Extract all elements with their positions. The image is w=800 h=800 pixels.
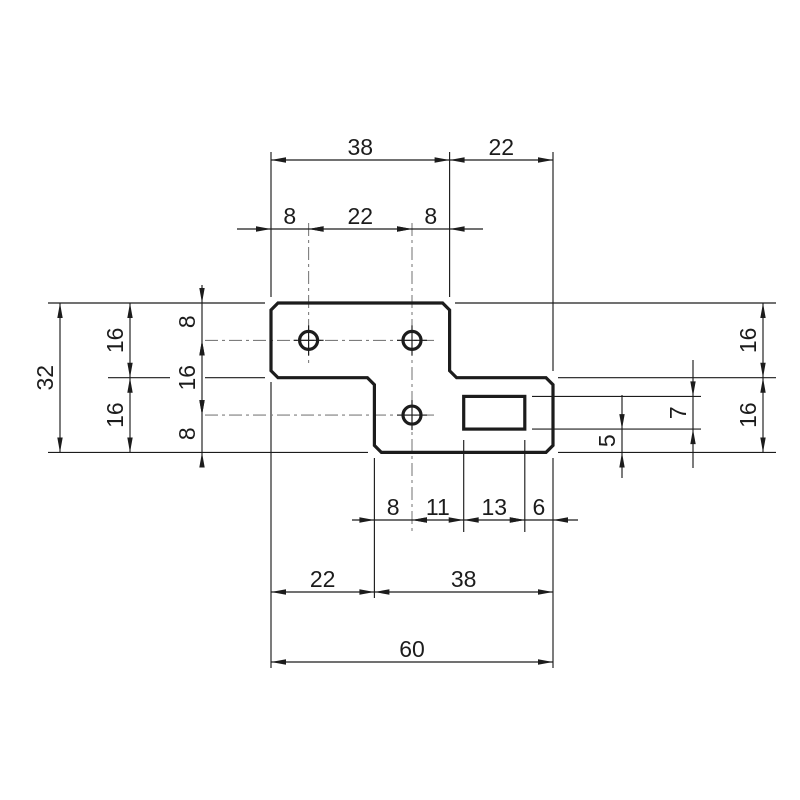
arrow-top-8b [449,226,465,232]
arrow-top-8a [256,226,271,232]
arrow-left-16a [127,303,133,318]
dim-label-top-22b: 22 [348,203,374,229]
dim-label-right-16a: 16 [735,328,761,354]
arrow-left-32 [57,303,63,318]
arrow-bot-38 [374,589,390,595]
arrow-left-16c [199,340,205,356]
arrow-bot-60 [271,659,286,665]
hole-1 [298,329,320,351]
arrow-left-16b [127,377,133,393]
dim-label-bot-22: 22 [310,566,336,592]
arrow-top-22 [538,157,553,163]
dim-label-left-8b: 8 [174,427,200,440]
arrow-top-38 [271,157,286,163]
dim-label-left-32: 32 [32,365,58,391]
arrow-top-8b [397,226,412,232]
arrow-left-32 [57,437,63,453]
arrow-right-16b [760,377,766,393]
arrow-left-8b [199,452,205,468]
hole-2 [401,329,423,351]
arrow-right-5 [619,414,625,430]
arrow-top-22b [308,226,324,232]
arrow-top-38 [434,157,450,163]
arrow-bot-60 [538,659,553,665]
arrow-right-16a [760,303,766,318]
dim-label-top-8a: 8 [283,203,296,229]
dim-label-left-16c: 16 [174,365,200,391]
dim-label-top-8b: 8 [424,203,437,229]
arrow-bot-22 [271,589,286,595]
dim-label-bot-8: 8 [387,494,400,520]
arrow-bot-8 [359,517,375,523]
dim-label-top-38: 38 [348,134,374,160]
arrow-right-16a [760,362,766,378]
arrow-right-7 [690,381,696,397]
arrow-bot-38 [538,589,553,595]
arrow-bot-6 [553,517,568,523]
dim-label-right-7: 7 [665,406,691,419]
dim-label-bot-38: 38 [451,566,477,592]
arrow-left-8a [199,288,205,303]
hole-3 [401,404,423,426]
dim-label-right-16b: 16 [735,402,761,428]
dim-label-bot-11: 11 [426,494,450,520]
arrow-left-16a [127,362,133,378]
dim-label-bot-6: 6 [533,494,546,520]
arrow-bot-22 [359,589,375,595]
dim-label-left-8a: 8 [174,315,200,328]
arrow-right-16b [760,437,766,453]
part-outline [269,301,555,454]
arrow-bot-13 [463,517,479,523]
dim-label-left-16a: 16 [102,328,128,354]
dim-label-top-22: 22 [489,134,515,160]
arrow-bot-6 [509,517,525,523]
arrow-bot-11 [412,517,427,523]
arrow-bot-11 [448,517,464,523]
arrow-left-16b [127,437,133,453]
dim-label-bot-60: 60 [399,636,425,662]
arrow-left-8b [199,400,205,416]
dim-label-right-5: 5 [594,434,620,447]
dim-label-bot-13: 13 [481,494,507,520]
dim-label-left-16b: 16 [102,402,128,428]
slot [462,394,527,431]
arrow-top-22 [449,157,465,163]
arrow-right-5 [619,452,625,468]
arrow-right-7 [690,429,696,445]
